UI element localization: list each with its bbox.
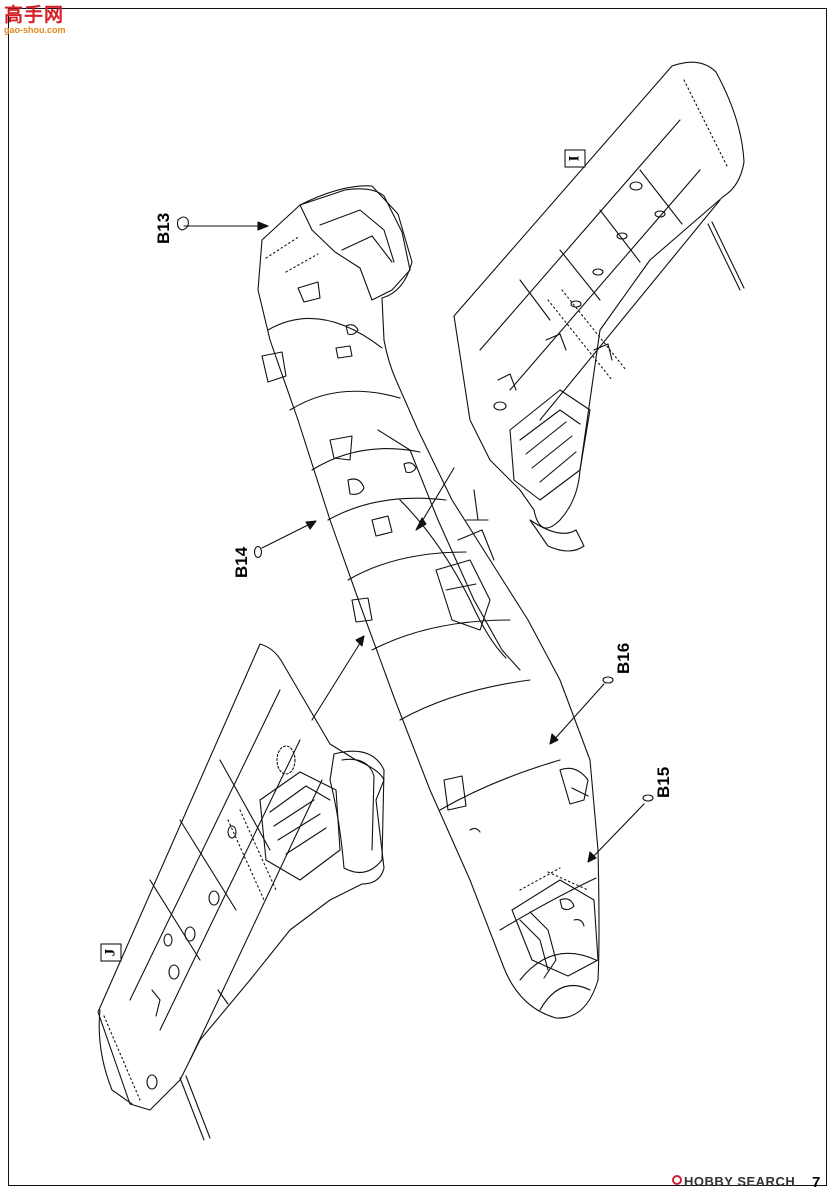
part-label-b14: B14 (232, 546, 251, 578)
watermark-logo: 高手网 gao-shou.com (4, 6, 66, 35)
watermark-text: 高手网 (4, 4, 65, 26)
watermark-url: gao-shou.com (4, 25, 66, 35)
left-wing-drawing (97, 643, 385, 1141)
hobby-search-logo-icon (672, 1175, 682, 1185)
part-label-b16: B16 (614, 642, 633, 674)
fuselage-drawing (257, 185, 600, 1019)
part-label-b15: B15 (654, 766, 673, 798)
wing-label-j: J (100, 943, 122, 962)
hobby-search-watermark: HOBBY SEARCH (684, 1174, 796, 1189)
callout-leaders (176, 216, 654, 863)
page-frame (8, 8, 827, 1186)
part-label-b13: B13 (154, 212, 173, 244)
page-number: 7 (812, 1174, 821, 1191)
right-wing-drawing (453, 61, 745, 552)
wing-label-i: I (564, 149, 586, 168)
